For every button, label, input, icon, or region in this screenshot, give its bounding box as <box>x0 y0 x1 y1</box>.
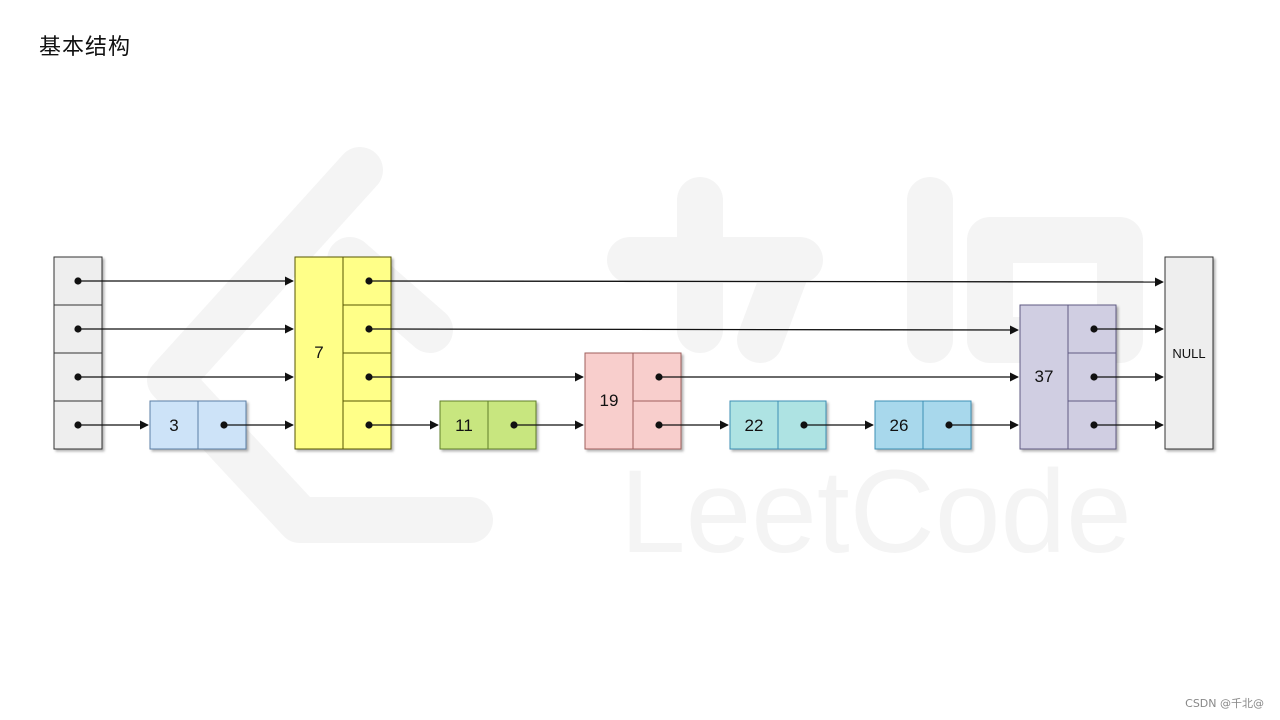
node-26-label: 26 <box>890 416 909 435</box>
node-22-label: 22 <box>745 416 764 435</box>
page-title: 基本结构 <box>39 35 132 60</box>
null-node <box>1164 256 1214 450</box>
footer-credit: CSDN @千北@ <box>1185 697 1264 710</box>
node-7-label: 7 <box>314 343 323 362</box>
watermark-text: LeetCode <box>620 446 1132 578</box>
node-19 <box>584 352 682 450</box>
pointer-arrows <box>78 276 1164 430</box>
node-7 <box>294 256 392 450</box>
null-label: NULL <box>1172 346 1205 361</box>
node-37-label: 37 <box>1035 367 1054 386</box>
node-11-label: 11 <box>455 416 473 435</box>
arrow-7-l3-to-37 <box>368 325 1019 335</box>
node-19-label: 19 <box>600 391 619 410</box>
arrow-7-l4-to-null <box>368 277 1164 287</box>
head-node <box>53 256 103 450</box>
node-3-label: 3 <box>169 416 178 435</box>
